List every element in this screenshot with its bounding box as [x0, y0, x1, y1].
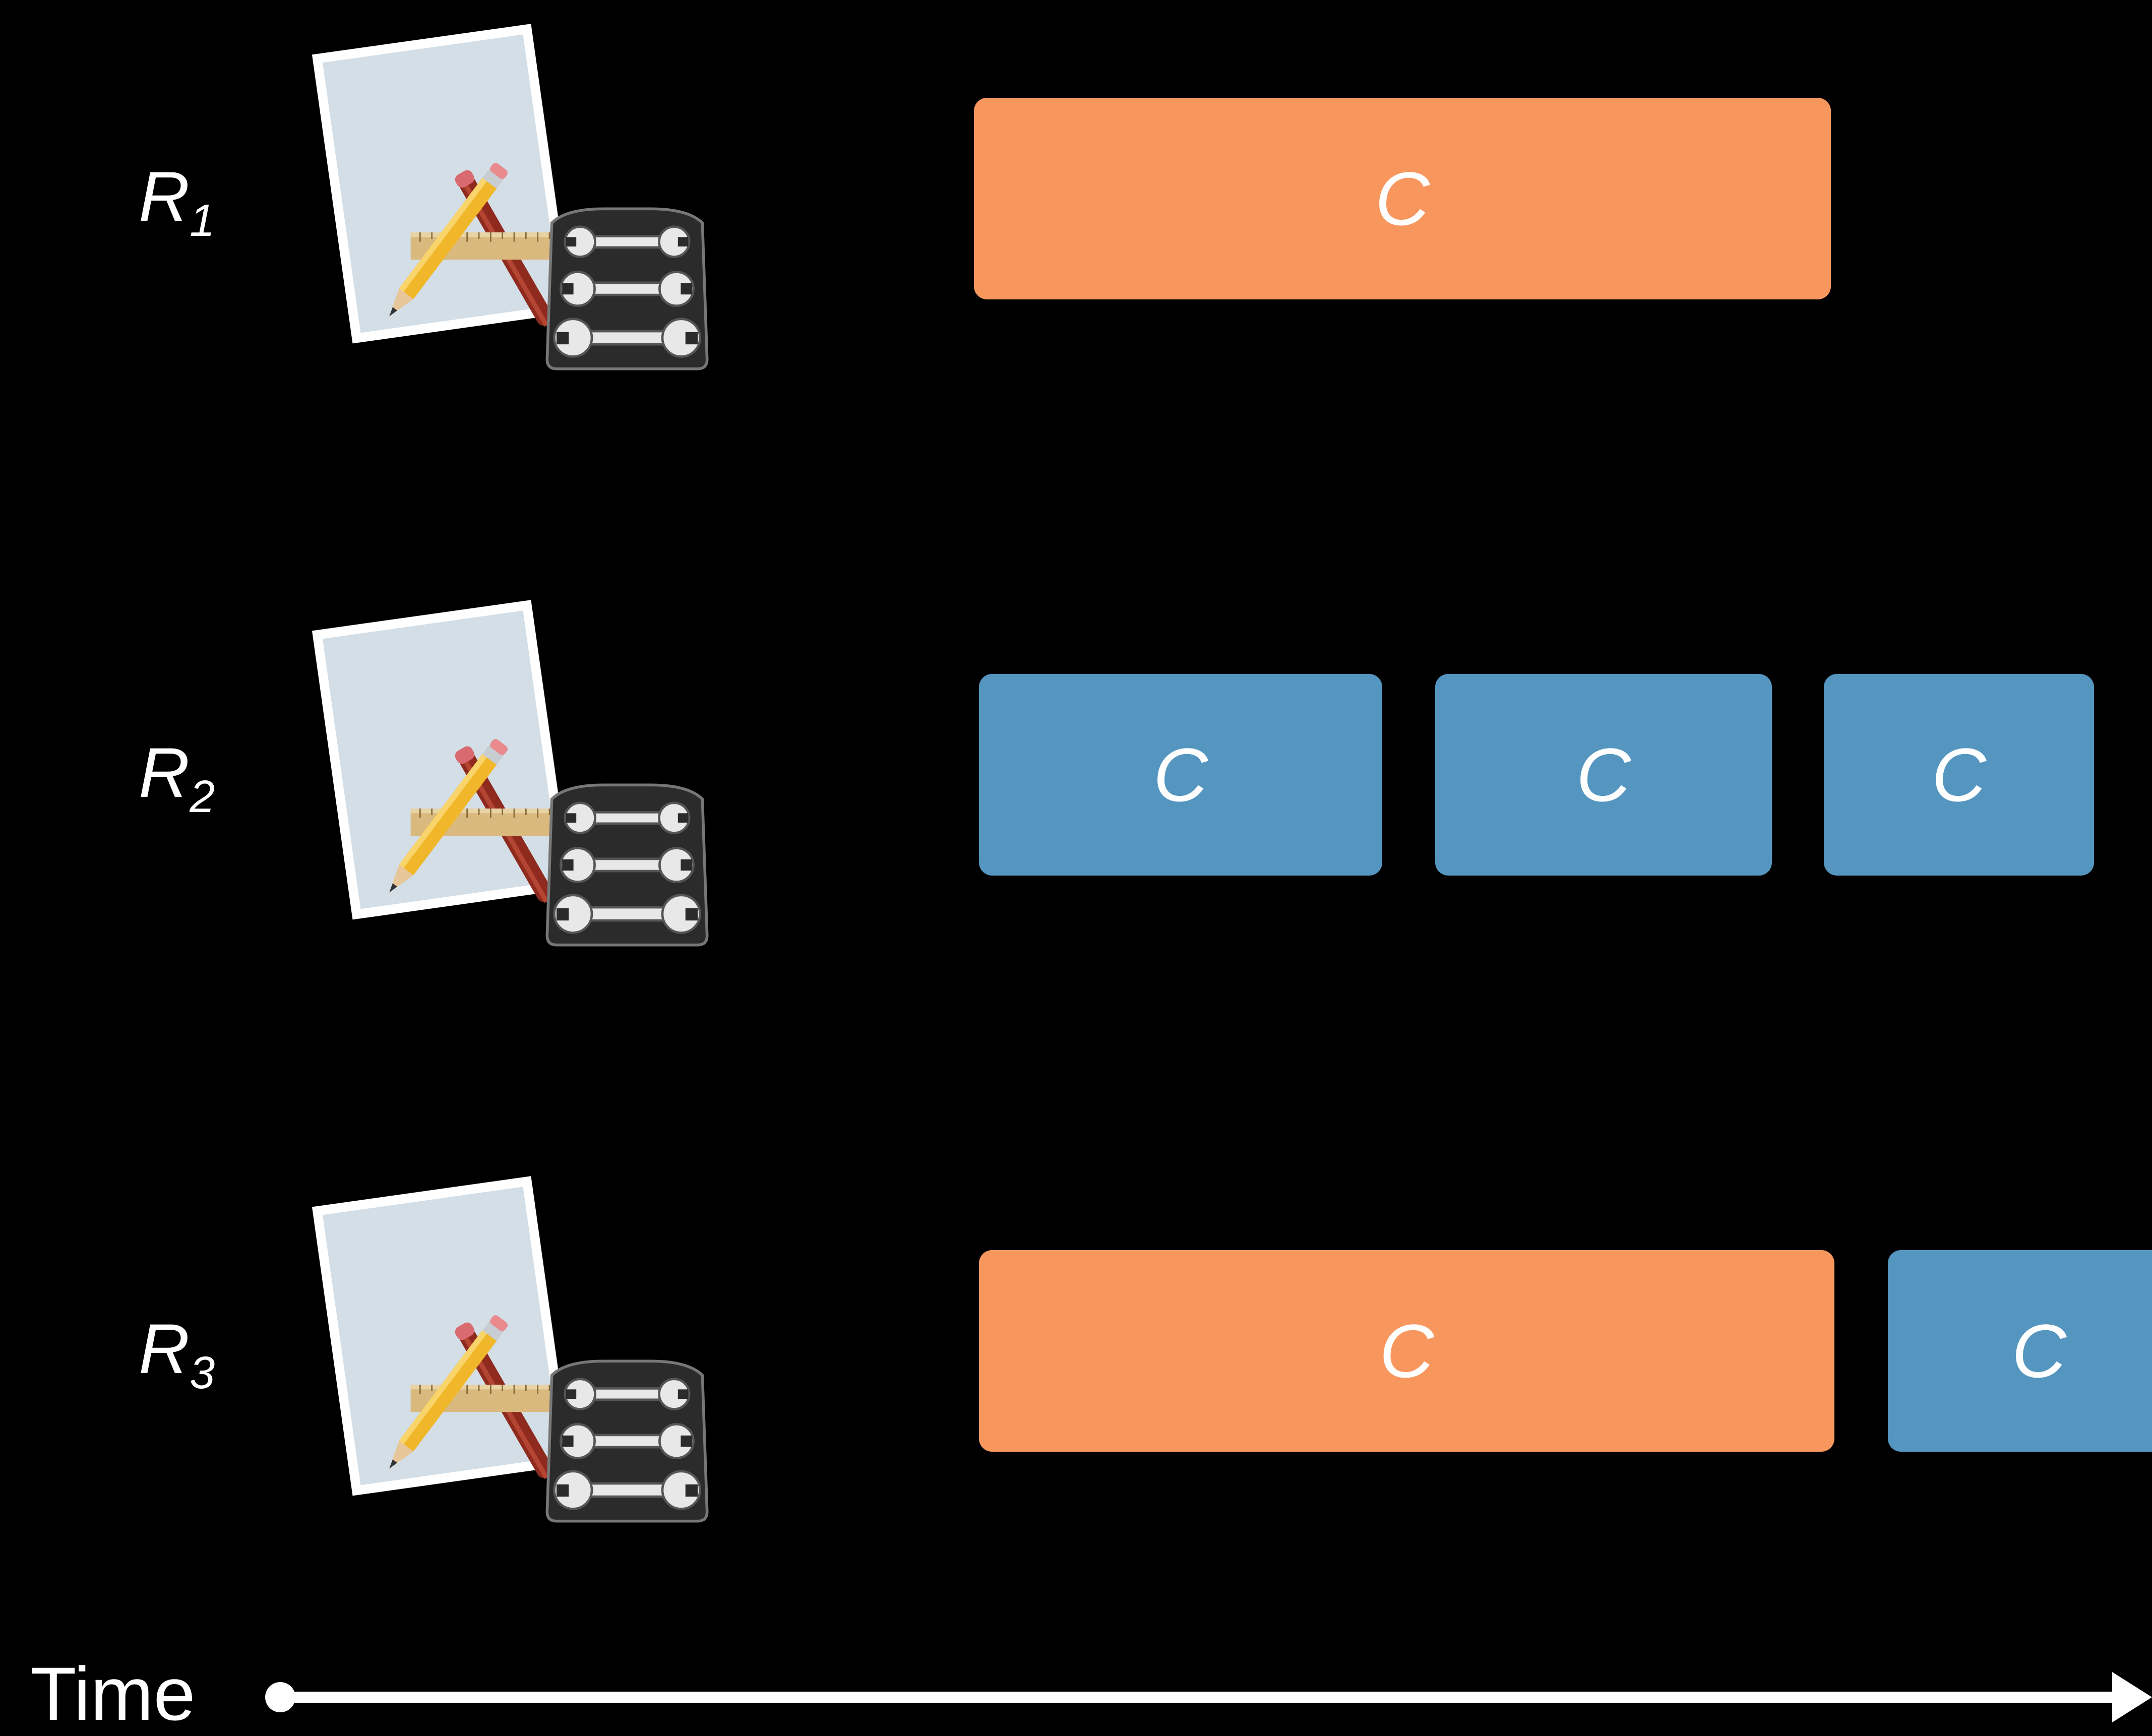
time-axis-arrow — [265, 1672, 2152, 1722]
task-bar: C — [979, 674, 1382, 876]
request-label-main: R — [139, 1309, 190, 1388]
developer-tools-icon — [302, 10, 726, 398]
request-label-subscript: 3 — [190, 1348, 215, 1398]
request-row-1: R1 C — [0, 0, 2152, 403]
request-label: R3 — [139, 1314, 215, 1396]
developer-tools-icon — [302, 586, 726, 974]
task-bar: C — [1824, 674, 2094, 876]
request-label-main: R — [139, 157, 190, 236]
request-label: R1 — [139, 161, 215, 246]
request-label: R2 — [139, 737, 215, 820]
request-row-3: R3 C C — [0, 1152, 2152, 1556]
time-axis-label: Time — [30, 1651, 196, 1736]
request-label-subscript: 1 — [190, 196, 215, 246]
request-label-main: R — [139, 733, 190, 812]
request-row-2: R2 C C C — [0, 576, 2152, 979]
developer-tools-icon — [302, 1162, 726, 1551]
task-bar-label: C — [1375, 156, 1430, 241]
task-bar-label: C — [1153, 732, 1208, 817]
task-bar-label: C — [1931, 732, 1987, 817]
task-bar-label: C — [1379, 1308, 1434, 1393]
task-bar: C — [1888, 1250, 2152, 1452]
task-bar-label: C — [2011, 1308, 2067, 1393]
task-bar: C — [974, 98, 1831, 299]
task-bar: C — [979, 1250, 1834, 1452]
task-bar-label: C — [1576, 732, 1631, 817]
request-label-subscript: 2 — [190, 772, 215, 822]
task-bar: C — [1435, 674, 1772, 876]
time-axis-arrowhead — [2112, 1672, 2152, 1722]
